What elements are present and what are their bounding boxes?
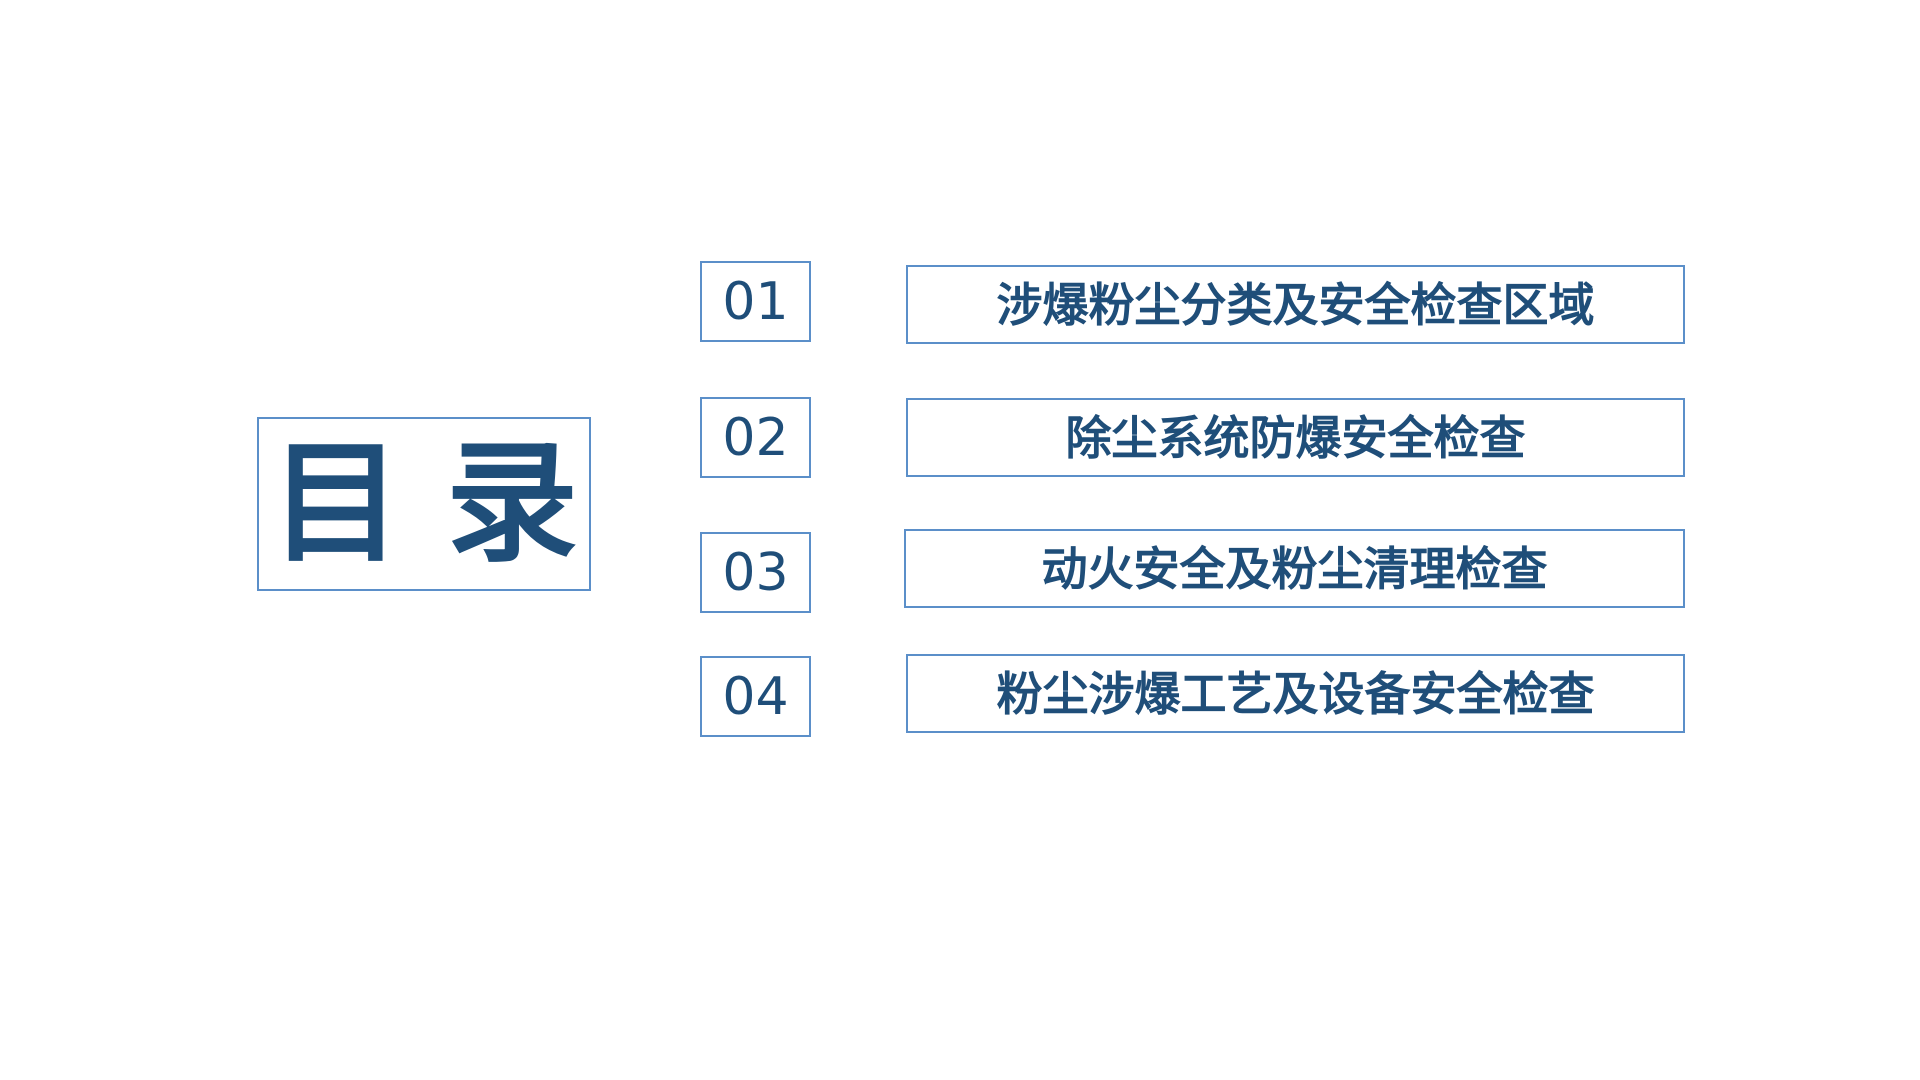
item-label: 动火安全及粉尘清理检查 xyxy=(1041,541,1548,596)
item-number-box-4: 04 xyxy=(700,656,811,737)
item-label: 涉爆粉尘分类及安全检查区域 xyxy=(996,277,1595,332)
item-number-box-1: 01 xyxy=(700,261,811,342)
item-label-box-1[interactable]: 涉爆粉尘分类及安全检查区域 xyxy=(906,265,1685,344)
title-box: 目录 xyxy=(257,417,591,591)
item-label-box-2[interactable]: 除尘系统防爆安全检查 xyxy=(906,398,1685,477)
item-number: 04 xyxy=(722,666,789,727)
item-number: 01 xyxy=(722,271,789,332)
page-title: 目录 xyxy=(270,427,622,581)
item-number: 03 xyxy=(722,542,789,603)
item-label-box-4[interactable]: 粉尘涉爆工艺及设备安全检查 xyxy=(906,654,1685,733)
item-number-box-2: 02 xyxy=(700,397,811,478)
item-label-box-3[interactable]: 动火安全及粉尘清理检查 xyxy=(904,529,1685,608)
item-label: 粉尘涉爆工艺及设备安全检查 xyxy=(996,666,1595,721)
item-number-box-3: 03 xyxy=(700,532,811,613)
item-number: 02 xyxy=(722,407,789,468)
item-label: 除尘系统防爆安全检查 xyxy=(1065,410,1526,465)
